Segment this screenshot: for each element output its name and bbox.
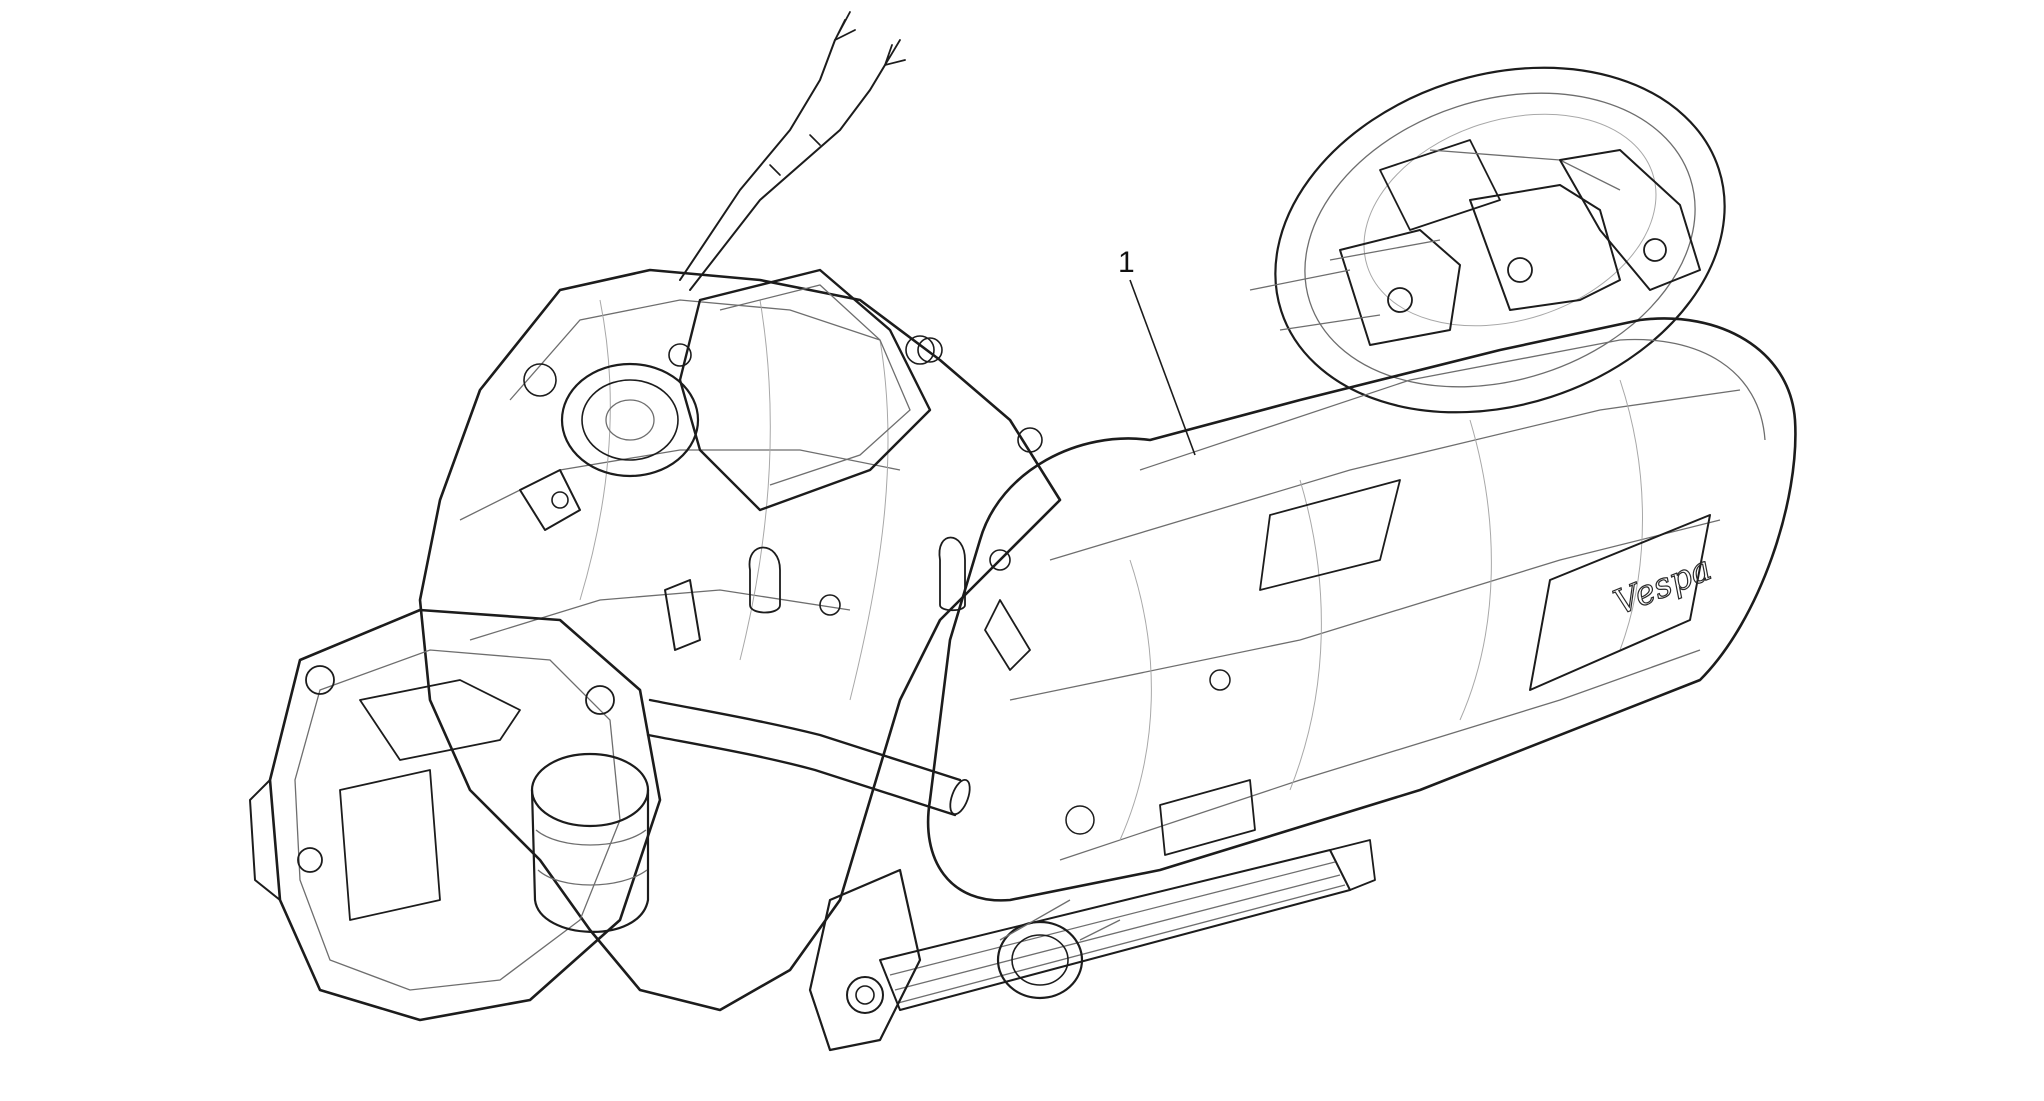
flywheel [560, 362, 700, 478]
engine-mount [808, 868, 922, 1052]
callout-label: 1 [1118, 246, 1135, 279]
cylinder-head [249, 608, 662, 1022]
sensors [519, 469, 1031, 671]
engine-block [418, 268, 1062, 1012]
wiring-harness [679, 11, 906, 291]
transmission-cover [926, 317, 1797, 902]
callout-1: 1 [1118, 246, 1196, 456]
lower-fins [879, 839, 1376, 1011]
vespa-logo: Vespa [1608, 548, 1717, 623]
throttle-body [668, 268, 943, 512]
rear-hub-disc [1274, 66, 1726, 414]
oil-filter [530, 752, 650, 933]
round-spigot [996, 899, 1121, 1000]
callout-leader-line [1129, 279, 1196, 456]
rear-mount-brackets [1249, 149, 1701, 346]
coolant-pipe [646, 698, 971, 817]
